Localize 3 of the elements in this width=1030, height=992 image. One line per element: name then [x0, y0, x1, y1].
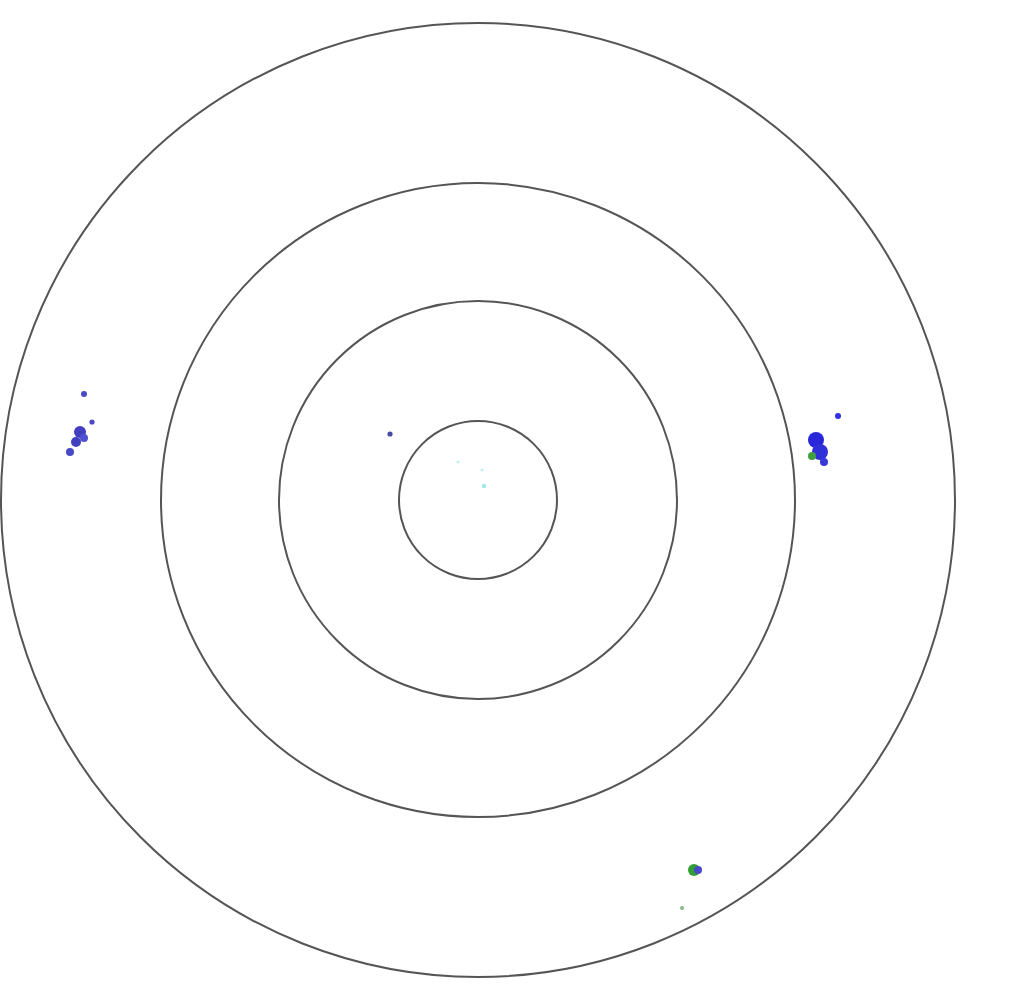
target-ring	[160, 182, 796, 818]
target-ring	[278, 300, 678, 700]
target-ring	[398, 420, 558, 580]
